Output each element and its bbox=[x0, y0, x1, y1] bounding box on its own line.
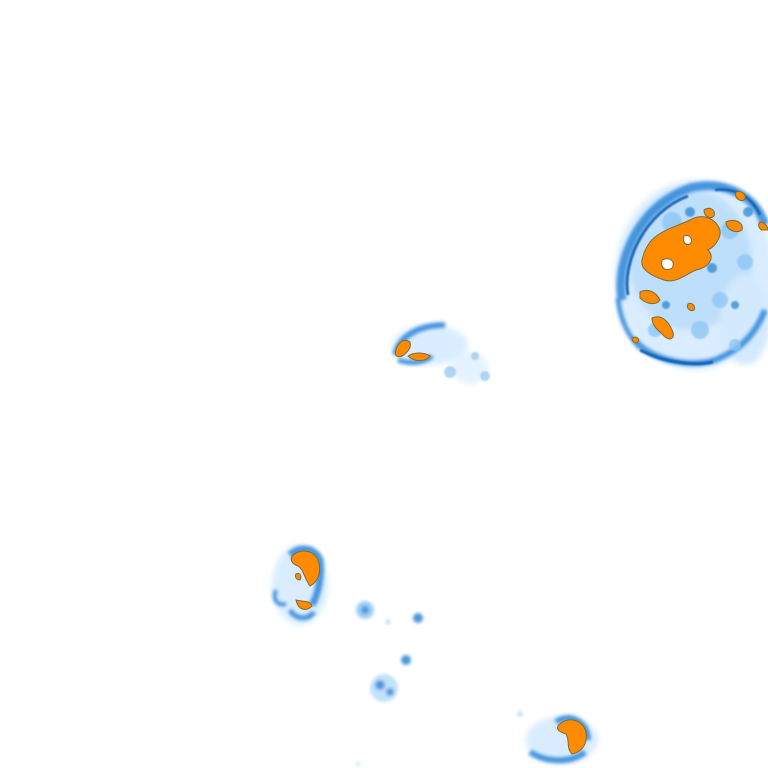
hotspot-lower-left bbox=[290, 550, 321, 610]
hotspot-middle bbox=[395, 339, 431, 361]
hotspot-bottom bbox=[557, 719, 587, 755]
hotspot-upper-right bbox=[631, 191, 768, 344]
cluster-middle bbox=[392, 322, 490, 384]
scattered-points bbox=[356, 601, 523, 766]
cluster-upper-right bbox=[615, 180, 768, 370]
cluster-lower-left bbox=[272, 545, 328, 625]
cluster-bottom bbox=[526, 715, 598, 764]
